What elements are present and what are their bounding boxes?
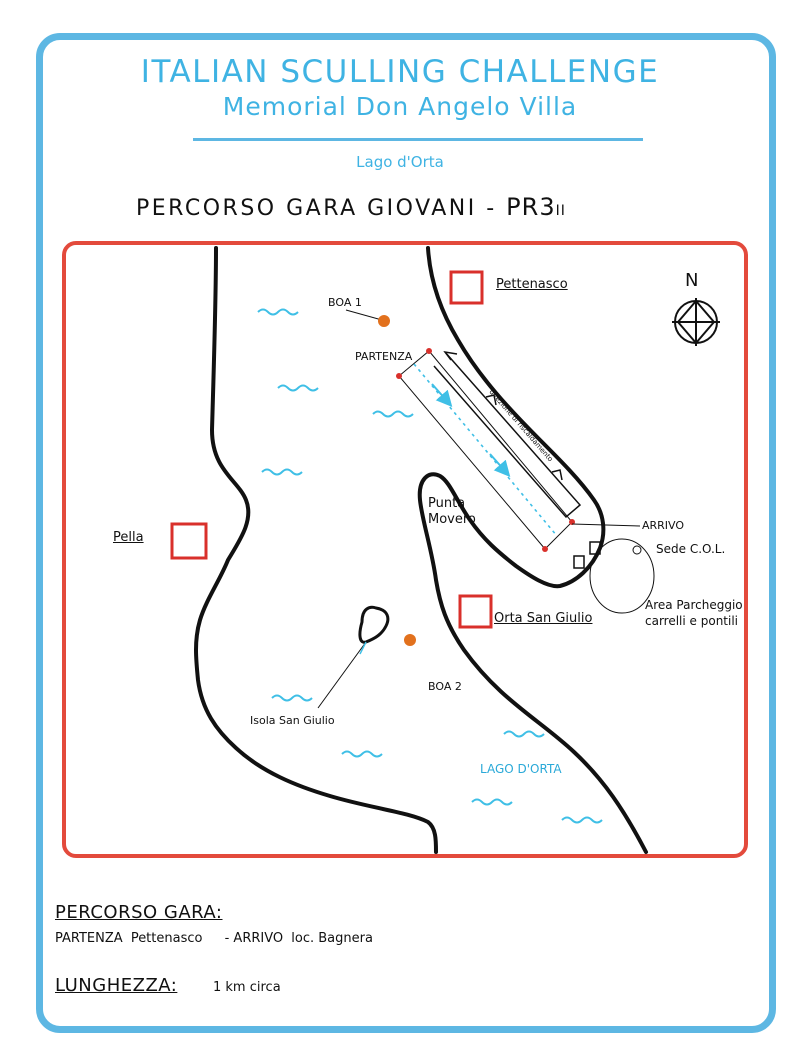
event-subtitle: Memorial Don Angelo Villa	[222, 92, 578, 121]
island-pointer	[317, 641, 367, 709]
boa1-label: BOA 1	[328, 296, 362, 309]
island-label: Isola San Giulio	[250, 714, 335, 727]
warmup-lane	[433, 351, 582, 519]
warmup-chevron-2	[485, 394, 497, 406]
orta-marker	[458, 594, 493, 629]
title-divider	[193, 138, 643, 141]
parking-label-line2: carrelli e pontili	[645, 614, 739, 628]
lake-label: LAGO D'ORTA	[480, 762, 562, 776]
course-description: PARTENZA Pettenasco - ARRIVO loc. Bagner…	[55, 931, 373, 946]
punta-movero-line1: Punta	[428, 496, 466, 511]
boa2-buoy	[404, 634, 416, 646]
pella-marker	[170, 522, 208, 560]
finish-mark-2	[542, 546, 548, 552]
start-mark-2	[396, 373, 402, 379]
start-value: Pettenasco	[130, 931, 203, 946]
event-title: ITALIAN SCULLING CHALLENGE	[140, 54, 660, 90]
north-compass-icon	[672, 298, 720, 346]
length-value: 1 km circa	[213, 980, 281, 995]
finish-label: - ARRIVO	[224, 931, 284, 946]
east-shoreline	[417, 246, 648, 854]
route-code: PR3II	[506, 193, 566, 221]
pettenasco-marker	[449, 270, 484, 305]
sede-col-marker	[632, 545, 642, 555]
arrivo-pointer	[571, 523, 641, 527]
race-direction-arrow-2	[489, 453, 511, 477]
punta-movero-line2: Movero	[428, 512, 476, 527]
start-mark-1	[426, 348, 432, 354]
finish-value: loc. Bagnera	[291, 931, 373, 946]
island-pointer-tip	[359, 641, 367, 655]
boa1-pointer	[345, 309, 383, 321]
water-wave-icon	[257, 308, 603, 824]
partenza-label: PARTENZA	[355, 350, 413, 363]
warmup-arrow-top	[443, 350, 458, 361]
race-direction-arrow-1	[431, 383, 453, 407]
parking-label-line1: Area Parcheggio	[645, 598, 743, 612]
pella-label: Pella	[113, 530, 144, 545]
length-section-title: LUNGHEZZA:	[55, 975, 178, 996]
orta-label: Orta San Giulio	[494, 611, 593, 626]
pontoon-2	[589, 541, 601, 555]
poster-frame	[36, 33, 776, 1033]
sede-col-label: Sede C.O.L.	[656, 542, 726, 556]
pontoon-1	[573, 555, 585, 569]
boa2-label: BOA 2	[428, 680, 462, 693]
warmup-label: direzione di riscaldamento	[487, 388, 554, 463]
course-section-title: PERCORSO GARA:	[55, 902, 223, 923]
pettenasco-label: Pettenasco	[496, 277, 568, 292]
warmup-chevron-1	[551, 469, 563, 481]
parking-area	[589, 538, 655, 614]
west-shoreline	[194, 246, 438, 854]
finish-mark-1	[569, 519, 575, 525]
island-outline	[358, 605, 390, 644]
route-title: PERCORSO GARA GIOVANI - PR3II	[136, 193, 566, 221]
route-code-suffix: II	[555, 203, 566, 219]
north-label: N	[685, 270, 699, 291]
lake-name: Lago d'Orta	[356, 153, 444, 171]
boa1-buoy	[378, 315, 390, 327]
route-title-text: PERCORSO GARA GIOVANI -	[136, 196, 507, 221]
route-code-main: PR3	[506, 193, 556, 221]
map-border	[62, 241, 748, 858]
arrivo-label: ARRIVO	[642, 519, 685, 532]
start-label: PARTENZA	[55, 931, 123, 946]
